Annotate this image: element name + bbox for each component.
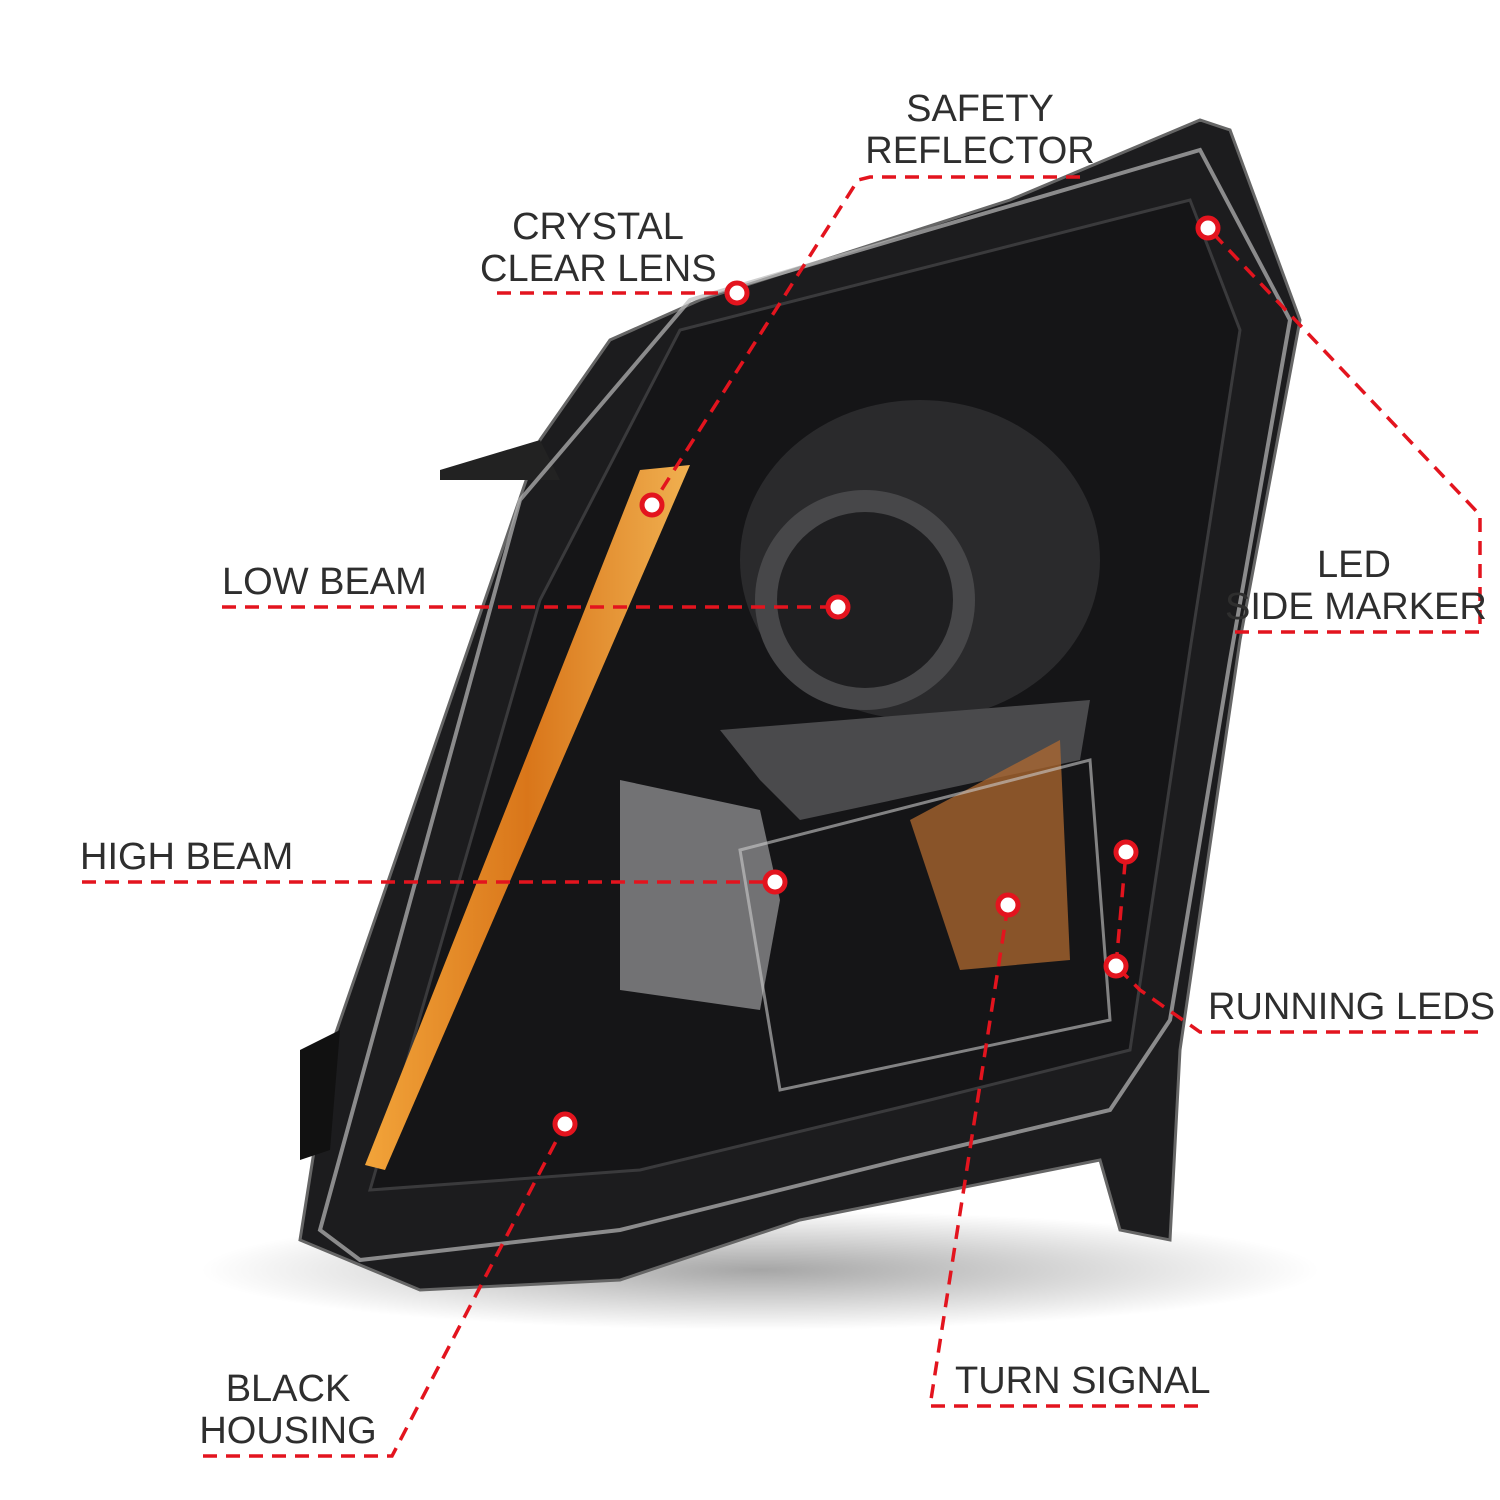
marker-running-leds-lower [1103, 953, 1129, 979]
marker-crystal-clear-lens [724, 280, 750, 306]
label-high-beam: HIGH BEAM [80, 836, 294, 878]
label-line: SIDE MARKER [1225, 586, 1487, 628]
label-safety-reflector: SAFETY REFLECTOR [860, 88, 1100, 172]
label-led-side-marker: LED SIDE MARKER [1225, 544, 1487, 628]
leader-lines [82, 175, 1482, 1458]
label-line: BLACK [225, 1368, 351, 1410]
marker-led-side-marker [1195, 215, 1221, 241]
label-line: REFLECTOR [865, 130, 1095, 172]
marker-safety-reflector [639, 492, 665, 518]
label-line: CRYSTAL [512, 206, 684, 248]
label-line: SAFETY [906, 88, 1054, 130]
marker-running-leds-upper [1113, 839, 1139, 865]
marker-turn-signal [995, 892, 1021, 918]
label-crystal-clear-lens: CRYSTAL CLEAR LENS [480, 206, 717, 290]
label-running-leds: RUNNING LEDS [1208, 986, 1496, 1028]
label-line: CLEAR LENS [480, 248, 717, 290]
label-turn-signal: TURN SIGNAL [955, 1360, 1211, 1402]
marker-high-beam [762, 869, 788, 895]
label-black-housing: BLACK HOUSING [188, 1368, 388, 1452]
marker-low-beam [825, 594, 851, 620]
marker-black-housing [552, 1111, 578, 1137]
label-line: LED [1317, 544, 1391, 586]
high-beam-reflector [620, 780, 780, 1010]
label-low-beam: LOW BEAM [222, 561, 427, 603]
amber-side-reflector [365, 465, 690, 1170]
crystal-clear-lens [317, 147, 1293, 1263]
turn-signal-reflector [910, 740, 1070, 970]
label-line: HOUSING [199, 1410, 377, 1452]
